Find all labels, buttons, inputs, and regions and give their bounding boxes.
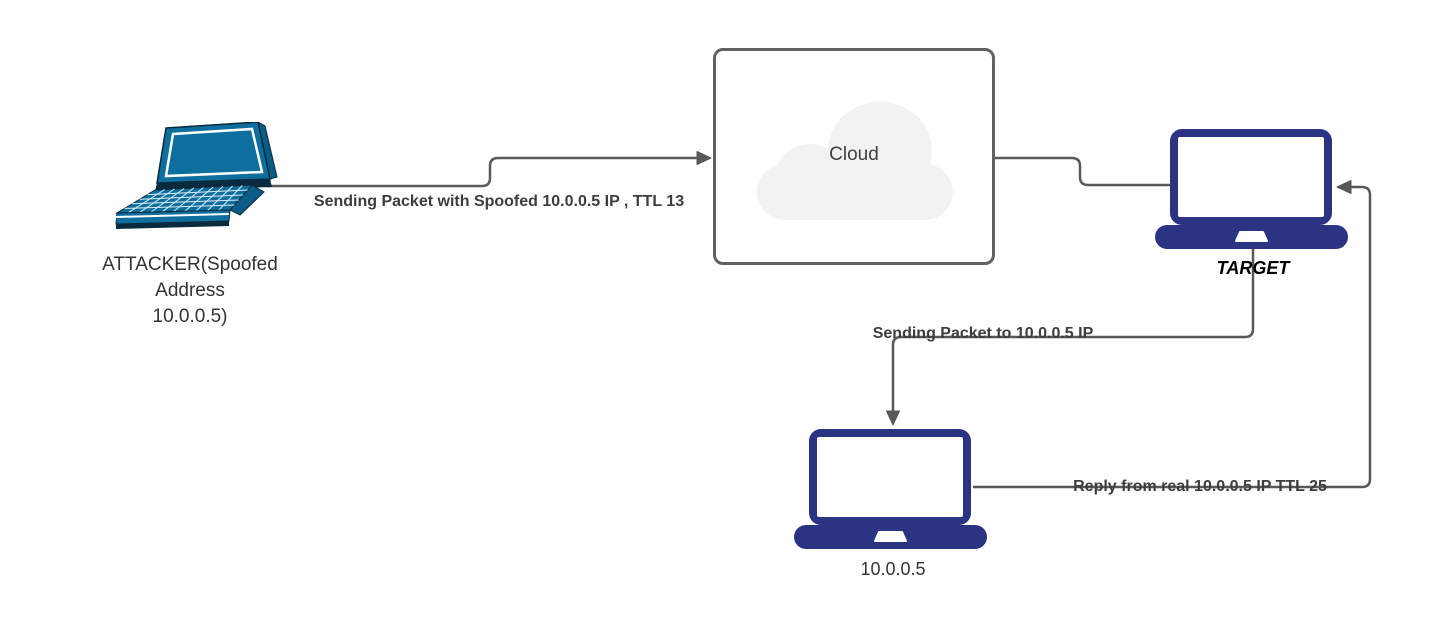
- edge-label-packet-to-real: Sending Packet to 10.0.0.5 IP: [872, 325, 1094, 342]
- edge-attacker-to-cloud: [265, 151, 712, 188]
- edge-cloud-to-target: [995, 156, 1171, 187]
- arrowhead-left-icon: [1336, 180, 1352, 194]
- cloud-label: Cloud: [829, 144, 879, 165]
- target-label: TARGET: [1216, 258, 1290, 278]
- edge-label-spoofed-packet: Sending Packet with Spoofed 10.0.0.5 IP …: [313, 193, 685, 210]
- attacker-laptop-icon: [115, 122, 278, 229]
- real-host-label: 10.0.0.5: [860, 559, 926, 579]
- edge-real-host-to-target: [973, 180, 1372, 489]
- attacker-label: ATTACKER(Spoofed Address 10.0.0.5): [102, 254, 278, 327]
- cloud-icon: [757, 102, 953, 220]
- real-host-laptop-icon: [794, 429, 987, 549]
- cloud-box: Cloud: [713, 48, 995, 265]
- edge-label-reply-from-real: Reply from real 10.0.0.5 IP TTL 25: [1073, 478, 1327, 495]
- arrowhead-right-icon: [696, 151, 712, 165]
- arrowhead-down-icon: [886, 410, 900, 426]
- edge-target-to-real-host: [886, 248, 1255, 426]
- target-laptop-icon: [1155, 129, 1348, 249]
